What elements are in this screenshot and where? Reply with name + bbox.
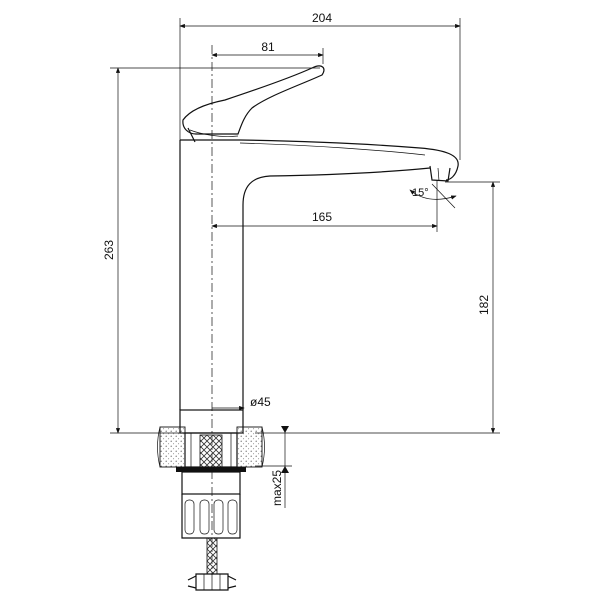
dimension-spout-reach: 165 <box>211 180 438 232</box>
hose-connector <box>187 575 237 589</box>
dimension-label-165: 165 <box>312 210 332 224</box>
washer <box>176 467 246 472</box>
dimension-max-counter: max25 <box>255 426 292 508</box>
dimension-base-diameter: ø45 <box>212 395 271 411</box>
supply-hose <box>206 537 218 575</box>
dimension-label-15deg: 15° <box>412 187 429 199</box>
spout-top <box>180 139 459 181</box>
braided-hose-section <box>199 434 223 468</box>
fixing-nut-ribs <box>184 499 238 535</box>
aerator <box>429 165 451 182</box>
dimension-label-182: 182 <box>477 295 491 315</box>
countertop-section-left <box>159 426 186 468</box>
dimension-spout-angle: 15° <box>409 183 457 209</box>
dimension-label-45: ø45 <box>250 395 271 409</box>
dimension-spout-height: 182 <box>255 181 500 434</box>
hose-fitting <box>195 573 229 591</box>
fixing-nut-body <box>181 494 241 539</box>
spout-bottom <box>242 167 431 410</box>
fixing-nut-top <box>181 471 241 495</box>
countertop-section-right <box>236 426 263 468</box>
spout-top-inner <box>239 142 426 156</box>
dimension-label-max25: max25 <box>270 470 284 506</box>
dimension-label-81: 81 <box>261 40 275 54</box>
dimension-overall-width: 204 <box>179 11 461 160</box>
lever-handle <box>182 65 325 135</box>
dimension-overall-height: 263 <box>102 67 320 434</box>
dimension-label-263: 263 <box>102 240 116 260</box>
faucet-base-ring <box>179 409 244 434</box>
handle-base-line <box>189 129 239 137</box>
dimension-handle-offset: 81 <box>211 40 324 64</box>
dimension-label-204: 204 <box>312 11 332 25</box>
